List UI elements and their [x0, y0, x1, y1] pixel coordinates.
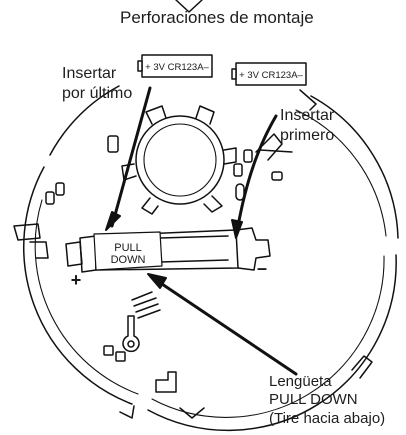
positive-terminal-sign: +: [71, 270, 82, 290]
chamber-tab: [223, 147, 237, 165]
vent-grill: [131, 291, 161, 319]
rim-clip: [29, 241, 49, 259]
pull-tab-leader: [154, 278, 298, 376]
mount-slot: [235, 183, 245, 201]
battery-insert-first: [231, 62, 307, 86]
battery-first-label: + 3V CR123A–: [239, 70, 303, 81]
chamber-tab: [203, 195, 223, 213]
mount-slot: [243, 149, 253, 163]
mounting-holes-label: Perforaciones de montaje: [120, 8, 314, 27]
insert-last-arrowhead: [105, 211, 121, 231]
chamber-tab: [141, 197, 159, 215]
battery-compartment-clip: [65, 241, 83, 267]
pull-tab-print-line1: PULL: [114, 242, 142, 254]
mount-slot: [271, 171, 283, 181]
base-outer-rim: [22, 76, 399, 432]
mount-slot: [103, 345, 114, 356]
rim-clip: [255, 133, 283, 161]
insert-first-arrowhead: [231, 219, 243, 239]
keyhole-slot: [122, 315, 140, 353]
rim-clip: [259, 149, 293, 153]
keyhole-round: [127, 340, 135, 348]
insert-first-arrow: [236, 114, 278, 228]
pull-tab-line1: Lengüeta: [269, 373, 332, 390]
pull-tab-leader-arrowhead: [147, 273, 167, 289]
center-chamber: [135, 115, 225, 205]
rim-notch: [179, 407, 205, 419]
rim-clip: [13, 223, 41, 241]
mount-slot: [107, 135, 119, 153]
chamber-tab: [145, 105, 167, 125]
rim-notch: [119, 405, 135, 419]
insert-first-line2: primero: [280, 126, 335, 144]
pull-tab-line2: PULL DOWN: [269, 391, 358, 409]
base-inner-rim: [34, 109, 387, 418]
base-foot: [155, 371, 177, 393]
mount-slot: [115, 351, 126, 362]
insert-last-line1: Insertar: [62, 65, 117, 82]
mount-slot: [55, 182, 65, 196]
mount-slot: [45, 191, 55, 205]
battery-cell-inserted: [159, 235, 229, 263]
pull-tab-label: Lengüeta PULL DOWN (Tire hacia abajo): [269, 373, 385, 428]
rim-clip: [299, 89, 317, 111]
chamber-tab: [195, 105, 215, 125]
mounting-holes-pointer: [175, 0, 203, 13]
mount-slot: [233, 163, 243, 177]
pull-tab-print-line2: DOWN: [111, 254, 146, 266]
pull-tab-line3: (Tire hacia abajo): [269, 409, 386, 427]
insert-last-arrow: [110, 86, 152, 228]
battery-insert-last: [137, 54, 213, 78]
negative-terminal-sign: –: [257, 258, 267, 278]
pull-down-tab: [93, 231, 163, 271]
insert-last-line2: por último: [62, 84, 133, 102]
center-chamber-inner: [143, 123, 217, 197]
battery-last-label: + 3V CR123A–: [145, 62, 209, 73]
insert-first-line1: Insertar: [280, 107, 335, 124]
insert-first-label: Insertar primero: [280, 106, 334, 145]
insert-last-label: Insertar por último: [62, 64, 132, 103]
rim-clip: [351, 355, 373, 379]
battery-compartment-clip: [235, 227, 271, 271]
battery-compartment: [79, 235, 97, 273]
